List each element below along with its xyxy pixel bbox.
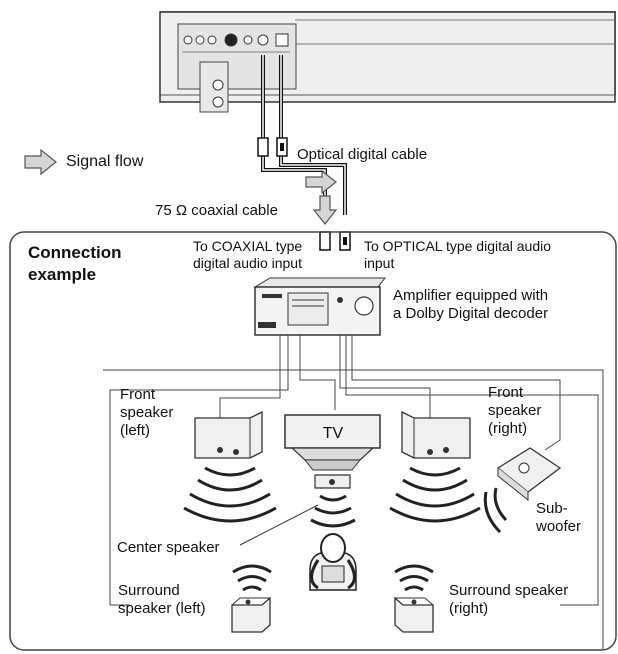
coaxial-input-label: To COAXIAL type digital audio input bbox=[193, 238, 303, 271]
front-right-speaker bbox=[401, 410, 471, 459]
tv-label: TV bbox=[323, 425, 344, 442]
center-speaker bbox=[314, 474, 351, 489]
output-jacks bbox=[182, 33, 290, 53]
signal-flow-legend-arrow bbox=[24, 148, 57, 176]
listener-figure bbox=[309, 533, 357, 591]
optical-cable bbox=[279, 55, 347, 215]
center-speaker-leader bbox=[239, 504, 319, 546]
tv-set bbox=[284, 414, 381, 471]
surround-left-speaker bbox=[231, 596, 271, 633]
front-left-speaker bbox=[194, 410, 263, 459]
amplifier-unit bbox=[253, 277, 387, 336]
subwoofer-label: Sub- woofer bbox=[536, 500, 582, 535]
optical-input-label: To OPTICAL type digital audio input bbox=[364, 238, 552, 271]
amplifier-label: Amplifier equipped with a Dolby Digital … bbox=[393, 287, 549, 322]
sound-waves-center bbox=[310, 494, 356, 528]
sound-waves-front-left bbox=[183, 466, 277, 523]
signal-flow-arrow-cables bbox=[305, 169, 338, 225]
sound-waves-subwoofer bbox=[483, 487, 508, 534]
connection-example-title: Connection example bbox=[28, 243, 122, 284]
center-speaker-label: Center speaker bbox=[117, 539, 220, 556]
coaxial-cable-label: 75 Ω coaxial cable bbox=[155, 202, 278, 219]
surround-right-speaker-label: Surround speaker (right) bbox=[449, 582, 569, 617]
sound-waves-surround-left bbox=[232, 564, 272, 592]
surround-left-speaker-label: Surround speaker (left) bbox=[118, 582, 206, 617]
front-right-speaker-label: Front speaker (right) bbox=[488, 384, 542, 437]
dvd-player-rear-panel bbox=[159, 11, 616, 113]
signal-flow-label: Signal flow bbox=[66, 153, 144, 170]
room-outline bbox=[103, 369, 604, 651]
sound-waves-front-right bbox=[389, 466, 481, 523]
subwoofer bbox=[496, 447, 562, 502]
surround-right-speaker bbox=[394, 596, 434, 633]
optical-cable-label: Optical digital cable bbox=[297, 146, 428, 163]
speaker-wiring bbox=[109, 335, 599, 606]
front-left-speaker-label: Front speaker (left) bbox=[120, 386, 174, 439]
sound-waves-surround-right bbox=[394, 564, 434, 592]
